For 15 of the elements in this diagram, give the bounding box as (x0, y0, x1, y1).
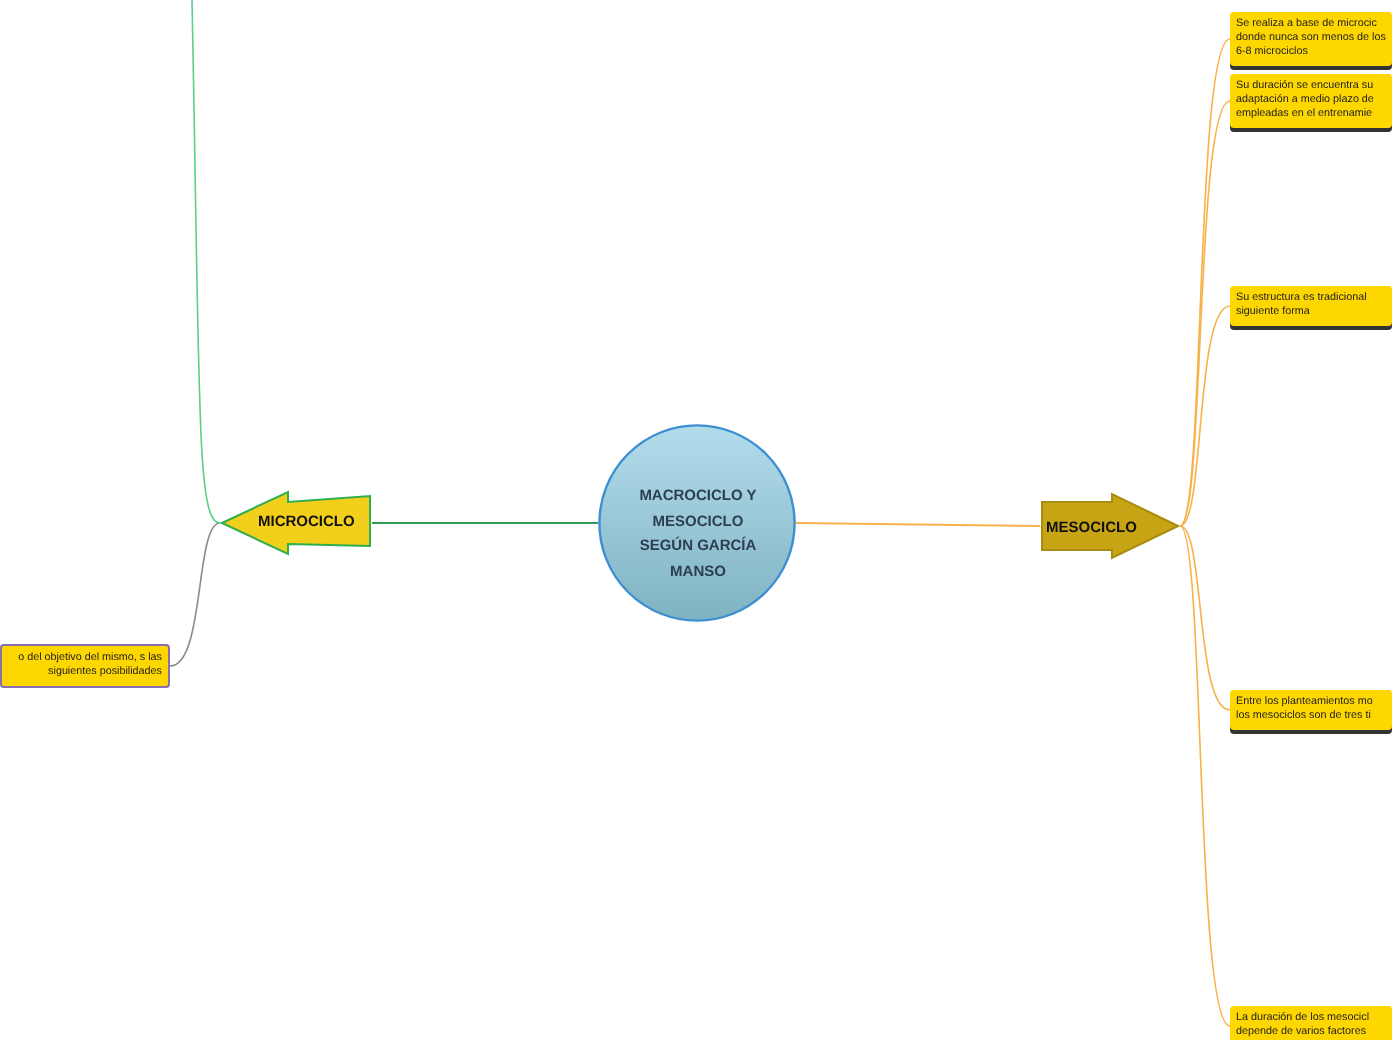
connector-line (169, 522, 221, 667)
connector-line (191, 0, 221, 524)
note-box (1230, 286, 1392, 326)
connector-line (1179, 525, 1231, 711)
arrow-shape (1040, 492, 1180, 560)
note-box (1230, 74, 1392, 128)
note-box (0, 644, 170, 688)
topic-circle (598, 424, 796, 622)
connector-line (795, 522, 1041, 527)
connector-line (1179, 305, 1231, 527)
arrow-shape (220, 490, 372, 556)
note-box (1230, 1006, 1392, 1040)
connector-line (1179, 525, 1231, 1027)
connector-line (371, 522, 599, 524)
note-box (1230, 690, 1392, 730)
